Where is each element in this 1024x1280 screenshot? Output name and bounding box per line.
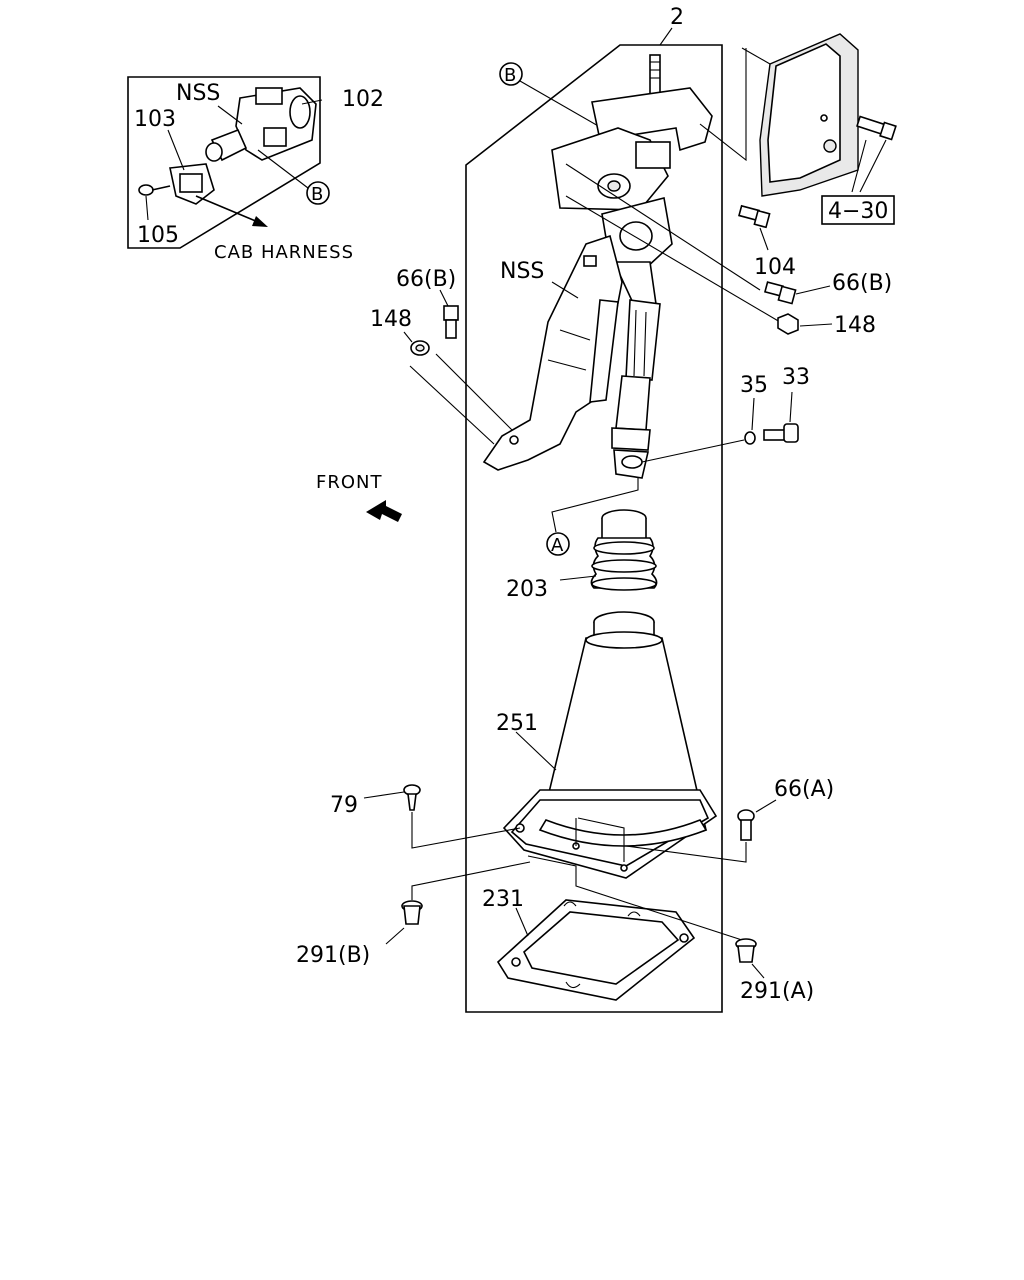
part-203-label: 203 <box>506 577 548 602</box>
part-104-label: 104 <box>754 255 796 280</box>
nss-inset-label: NSS <box>176 81 220 106</box>
nut-148-right <box>777 313 799 335</box>
cab-harness-label: CAB HARNESS <box>214 242 354 263</box>
part-2-label: 2 <box>670 5 684 30</box>
part-66b-right-label: 66(B) <box>832 271 892 296</box>
part-33-label: 33 <box>782 365 810 390</box>
assembly-frame <box>465 44 723 1013</box>
shift-lever-assembly <box>551 54 713 479</box>
part-35-label: 35 <box>740 373 768 398</box>
part-79-label: 79 <box>330 793 358 818</box>
part-4-30-label: 4−30 <box>828 199 888 224</box>
ref-b-inset-label: B <box>311 184 324 205</box>
nss-bracket <box>482 234 623 471</box>
boot-251 <box>502 611 718 879</box>
cover-plate <box>759 33 859 197</box>
part-291b-label: 291(B) <box>296 943 370 968</box>
ref-a-label: A <box>551 535 564 556</box>
ref-b-inset-circle <box>306 181 330 205</box>
part-148-right-label: 148 <box>834 313 876 338</box>
ref-a-circle <box>546 532 570 556</box>
inset-frame <box>127 76 321 249</box>
nss-switch-connector <box>138 87 317 205</box>
part-148-left-label: 148 <box>370 307 412 332</box>
part-102-label: 102 <box>342 87 384 112</box>
front-arrow <box>366 500 402 522</box>
part-66b-left-label: 66(B) <box>396 267 456 292</box>
part-291a-label: 291(A) <box>740 979 814 1004</box>
clip-291a <box>735 938 757 963</box>
part-251-label: 251 <box>496 711 538 736</box>
boot-203 <box>590 509 658 591</box>
screw-79 <box>403 784 421 811</box>
ref-b-top-label: B <box>504 65 517 86</box>
washer-35 <box>744 431 756 445</box>
bolt-33 <box>763 423 799 443</box>
part-66a-label: 66(A) <box>774 777 834 802</box>
ref-b-top-circle <box>499 62 523 86</box>
ref-box-4-30 <box>821 195 895 225</box>
clip-291b <box>401 900 423 925</box>
bolt-104 <box>738 204 771 229</box>
part-231-label: 231 <box>482 887 524 912</box>
bolt-66a <box>737 809 755 841</box>
front-label: FRONT <box>316 472 383 493</box>
bolt-66b-left <box>443 305 459 339</box>
cab-harness-arrow <box>195 195 259 223</box>
gasket-231 <box>496 899 696 1001</box>
part-103-label: 103 <box>134 107 176 132</box>
part-105-label: 105 <box>137 223 179 248</box>
nss-main-label: NSS <box>500 259 544 284</box>
bolt-66b-right <box>763 281 797 305</box>
